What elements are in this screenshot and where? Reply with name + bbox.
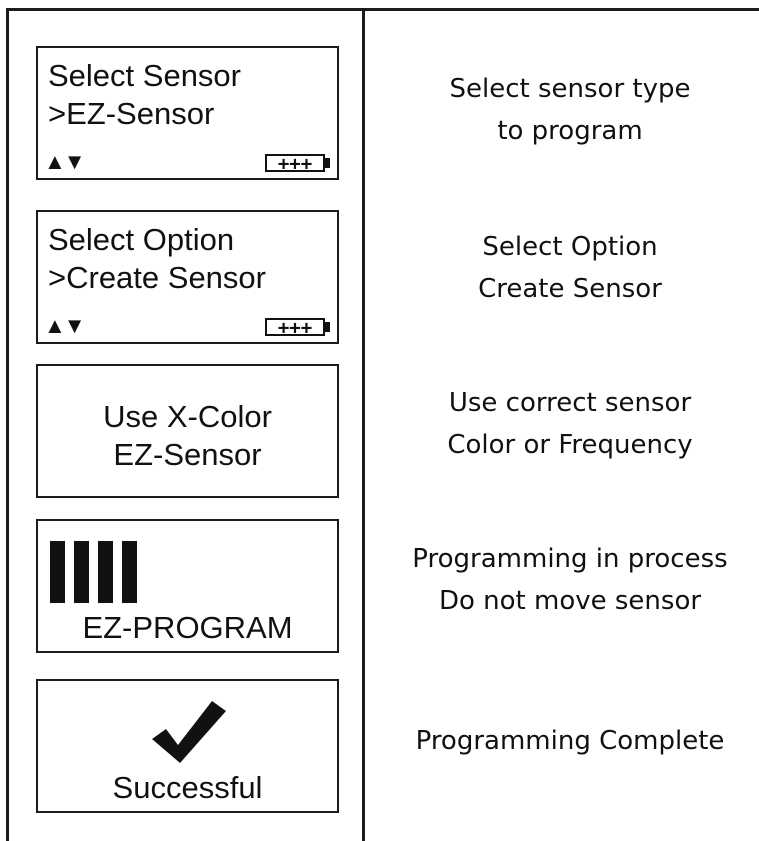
battery-icon: +++ (265, 154, 330, 172)
lcd-label: Successful (112, 770, 263, 805)
column-divider (362, 8, 365, 841)
description-programming-complete: Programming Complete (380, 720, 759, 762)
up-down-arrows-icon: ▲▼ (44, 313, 86, 338)
progress-bar-2 (74, 541, 89, 603)
description-select-option: Select Option Create Sensor (380, 226, 759, 310)
lcd-screen-select-sensor: Select Sensor >EZ-Sensor ▲▼ +++ (36, 46, 339, 180)
battery-level: +++ (278, 154, 312, 172)
description-line-1: Select sensor type (449, 74, 691, 104)
checkmark-icon (152, 701, 226, 763)
lcd-line-2: >Create Sensor (48, 260, 266, 295)
diagram-frame (6, 8, 759, 841)
progress-bar-3 (98, 541, 113, 603)
lcd-line-2: EZ-Sensor (113, 437, 262, 472)
description-line-2: Do not move sensor (438, 586, 702, 616)
description-select-sensor: Select sensor type to program (380, 68, 759, 152)
lcd-line-1: Select Sensor (48, 58, 241, 93)
lcd-screen-successful: Successful (36, 679, 339, 813)
description-line-1: Use correct sensor (448, 388, 692, 418)
description-use-correct-sensor: Use correct sensor Color or Frequency (380, 382, 759, 466)
description-line-2: to program (497, 116, 643, 146)
lcd-label: EZ-PROGRAM (82, 610, 293, 645)
description-line-2: Color or Frequency (447, 430, 693, 460)
battery-level: +++ (278, 318, 312, 336)
lcd-screen-select-option: Select Option >Create Sensor ▲▼ +++ (36, 210, 339, 344)
description-programming-in-process: Programming in process Do not move senso… (380, 538, 759, 622)
progress-bar-1 (50, 541, 65, 603)
lcd-screen-use-color: Use X-Color EZ-Sensor (36, 364, 339, 498)
up-down-arrows-icon: ▲▼ (44, 149, 86, 174)
battery-icon: +++ (265, 318, 330, 336)
description-line-1: Programming Complete (415, 726, 725, 756)
lcd-line-1: Select Option (48, 222, 235, 257)
description-line-1: Select Option (482, 232, 658, 262)
lcd-screen-ez-program: EZ-PROGRAM (36, 519, 339, 653)
lcd-line-2: >EZ-Sensor (48, 96, 215, 131)
description-line-1: Programming in process (412, 544, 728, 574)
lcd-line-1: Use X-Color (103, 399, 272, 434)
progress-bar-4 (122, 541, 137, 603)
progress-bars (50, 541, 137, 603)
description-line-2: Create Sensor (478, 274, 662, 304)
